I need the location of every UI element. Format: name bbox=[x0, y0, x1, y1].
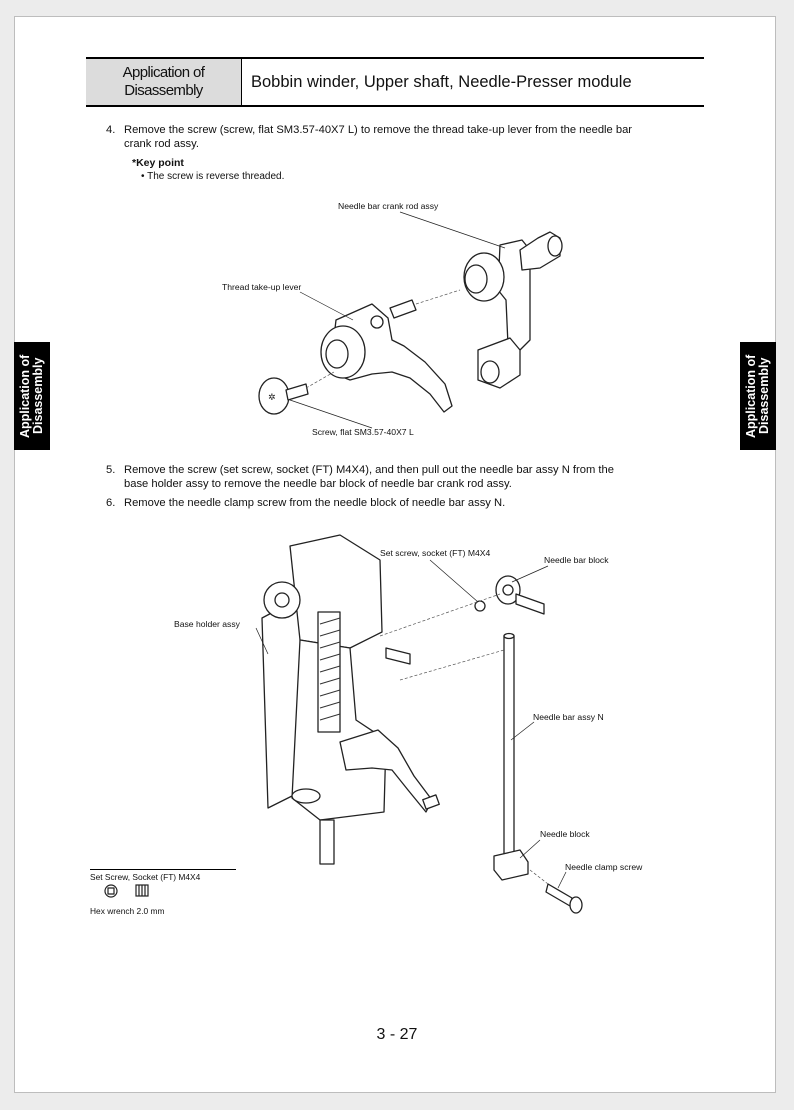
label-screw: Screw, flat SM3.57-40X7 L bbox=[312, 427, 414, 437]
page-header: Application of Disassembly Bobbin winder… bbox=[86, 57, 704, 107]
needle-bar-rod bbox=[503, 635, 515, 863]
tool-title: Set Screw, Socket (FT) M4X4 bbox=[90, 872, 201, 882]
step-5: 5. Remove the screw (set screw, socket (… bbox=[106, 463, 706, 493]
spring-column bbox=[317, 611, 341, 733]
socket-hex-icon bbox=[107, 887, 115, 895]
label-take-up-lever: Thread take-up lever bbox=[222, 282, 302, 292]
crank-rod-hole bbox=[480, 360, 500, 384]
assembly-line-screw bbox=[305, 371, 335, 389]
presser-bar-lower bbox=[319, 819, 335, 865]
section-label: Application of Disassembly bbox=[86, 59, 242, 105]
tool-hex-wrench: Hex wrench 2.0 mm bbox=[90, 906, 165, 916]
step-text-line1: Remove the screw (set screw, socket (FT)… bbox=[124, 464, 614, 476]
lever-hub-bore bbox=[325, 339, 349, 369]
lever-shaft bbox=[389, 299, 417, 319]
lever-eye bbox=[370, 315, 384, 329]
needle-bar-block-bore bbox=[502, 584, 514, 596]
screw-shank bbox=[285, 383, 309, 401]
needle-bar-top bbox=[503, 632, 515, 640]
label-set-screw: Set screw, socket (FT) M4X4 bbox=[380, 548, 491, 558]
needle-clamp-screw-head bbox=[569, 896, 583, 914]
presser-tab bbox=[422, 794, 440, 810]
leader-set-screw bbox=[429, 559, 479, 603]
label-base-holder: Base holder assy bbox=[174, 619, 240, 629]
document-page bbox=[14, 16, 776, 1093]
needle-clamp-screw-body bbox=[545, 883, 573, 907]
needle-bar-block-pin bbox=[515, 593, 545, 615]
leader-clamp-screw bbox=[557, 871, 567, 889]
screw-cross-icon: ✲ bbox=[268, 393, 276, 403]
assembly-line-bar bbox=[399, 649, 505, 681]
needle-block bbox=[493, 849, 529, 881]
label-needle-bar-block: Needle bar block bbox=[544, 555, 609, 565]
spring-coils bbox=[319, 617, 341, 721]
section-label-line2: Disassembly bbox=[124, 82, 203, 99]
page-number: 3 - 27 bbox=[376, 1026, 418, 1043]
step-4: 4. Remove the screw (screw, flat SM3.57-… bbox=[106, 123, 706, 153]
step-number: 6. bbox=[106, 497, 116, 509]
label-crank-rod: Needle bar crank rod assy bbox=[338, 201, 439, 211]
lever-body bbox=[329, 303, 453, 413]
page-title: Bobbin winder, Upper shaft, Needle-Press… bbox=[251, 72, 632, 91]
leader-base-holder bbox=[255, 627, 269, 655]
leader-needle-bar-block bbox=[511, 565, 549, 583]
section-label-line1: Application of bbox=[122, 64, 205, 81]
step-text-line1: Remove the screw (screw, flat SM3.57-40X… bbox=[124, 124, 633, 136]
crank-rod-hub-bore bbox=[464, 264, 488, 294]
step-text-line1: Remove the needle clamp screw from the n… bbox=[124, 497, 506, 509]
tool-divider bbox=[90, 869, 236, 870]
leader-needle-block bbox=[519, 839, 541, 859]
step-text-line2: crank rod assy. bbox=[124, 138, 200, 150]
label-needle-clamp-screw: Needle clamp screw bbox=[565, 862, 643, 872]
step-number: 5. bbox=[106, 464, 116, 476]
assembly-line-block bbox=[379, 593, 501, 637]
key-point-bullet: • The screw is reverse threaded. bbox=[141, 171, 285, 182]
label-needle-bar-assy: Needle bar assy N bbox=[533, 712, 604, 722]
step-6: 6. Remove the needle clamp screw from th… bbox=[106, 496, 706, 512]
leader-needle-bar bbox=[510, 721, 535, 741]
assembly-line-lever bbox=[415, 289, 461, 305]
gear-hub bbox=[274, 592, 290, 608]
assembly-line-clamp bbox=[529, 869, 549, 885]
pin-right bbox=[385, 647, 411, 665]
key-point-title: *Key point bbox=[132, 157, 184, 169]
step-text-line2: base holder assy to remove the needle ba… bbox=[124, 478, 512, 490]
step-number: 4. bbox=[106, 124, 116, 136]
leader-screw bbox=[289, 399, 373, 429]
thread-icon bbox=[138, 885, 146, 896]
leader-crank bbox=[399, 211, 506, 249]
presser-foot-ring bbox=[291, 788, 321, 804]
presser-lever bbox=[339, 729, 433, 813]
crank-rod-pin bbox=[547, 235, 563, 257]
label-needle-block: Needle block bbox=[540, 829, 590, 839]
leader-lever bbox=[299, 291, 354, 321]
